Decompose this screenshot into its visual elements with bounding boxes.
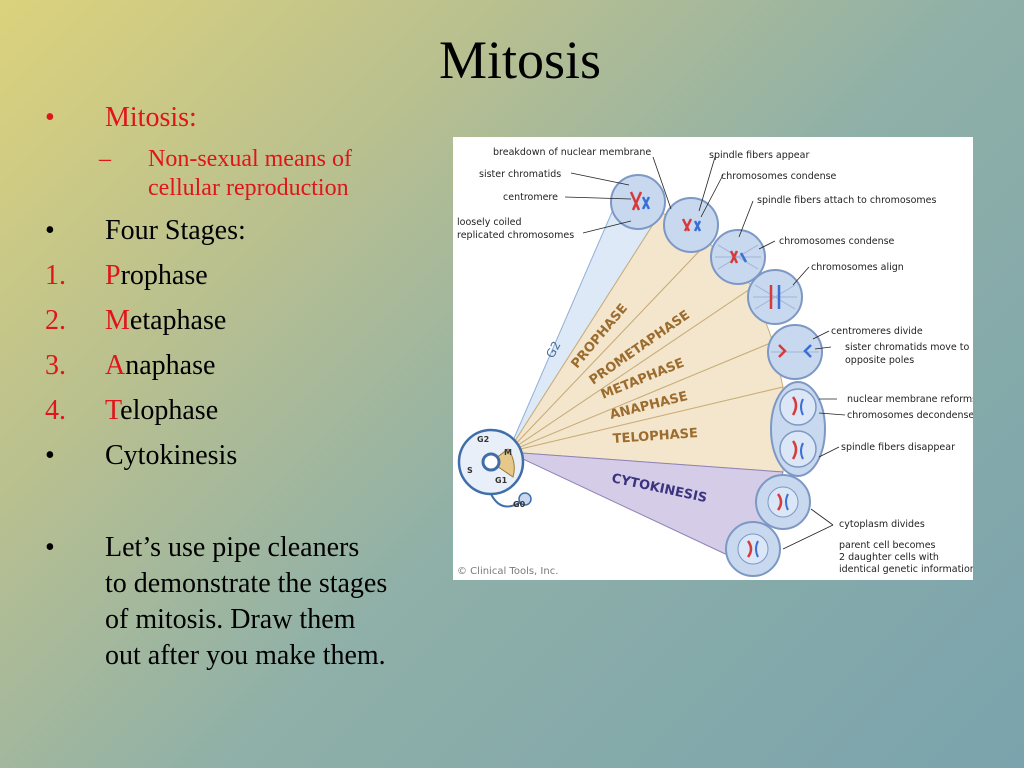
stage-number: 2. — [45, 305, 66, 336]
slide-title: Mitosis — [438, 30, 602, 90]
cell-telophase — [770, 381, 826, 477]
telophase-label: TELOPHASE — [612, 426, 698, 447]
bullet-text-four-stages: Four Stages: — [105, 215, 246, 246]
cell-prophase — [663, 197, 719, 253]
stage-rest: etaphase — [129, 305, 227, 336]
activity-line-1: Let’s use pipe cleaners — [105, 532, 360, 563]
label-spindle-attach: spindle fibers attach to chromosomes — [757, 195, 937, 206]
bullet-text-mitosis: Mitosis: — [105, 102, 197, 133]
cell-cycle-wheel: G2 S G1 G0 M — [457, 428, 532, 509]
cell-daughter-2 — [725, 521, 781, 577]
activity-line-2: to demonstrate the stages — [105, 568, 388, 599]
stage-initial: T — [105, 395, 121, 426]
bullet-marker: • — [45, 440, 55, 471]
cycle-g2-label: G2 — [477, 435, 489, 444]
cell-daughter-1 — [755, 474, 811, 530]
label-spindle-disappear: spindle fibers disappear — [841, 442, 955, 453]
stage-number: 3. — [45, 350, 66, 381]
label-parent-2: 2 daughter cells with — [839, 552, 939, 563]
bullet-marker: • — [45, 102, 55, 133]
label-sister-move-1: sister chromatids move to — [845, 342, 970, 353]
label-sister-move-2: opposite poles — [845, 355, 914, 366]
definition-line-1: Non-sexual means of — [148, 146, 352, 172]
stage-rest: naphase — [125, 350, 216, 381]
sub-bullet-marker: – — [99, 146, 111, 172]
label-sister-chromatids: sister chromatids — [479, 169, 561, 180]
cycle-s-label: S — [467, 466, 473, 475]
label-spindle-fibers-appear: spindle fibers appear — [709, 150, 809, 161]
activity-line-4: out after you make them. — [105, 640, 386, 671]
label-centromeres-divide: centromeres divide — [831, 326, 923, 337]
stage-rest: rophase — [120, 260, 208, 291]
label-chromosomes-decondense: chromosomes decondense — [847, 410, 973, 421]
bullet-text-cytokinesis: Cytokinesis — [105, 440, 238, 471]
label-centromere: centromere — [503, 192, 558, 203]
stage-rest: elophase — [120, 395, 219, 426]
activity-line-3: of mitosis. Draw them — [105, 604, 356, 635]
cell-metaphase — [747, 269, 803, 325]
stage-initial: A — [105, 350, 126, 381]
figure-credit: © Clinical Tools, Inc. — [457, 566, 558, 577]
stage-number: 4. — [45, 395, 66, 426]
definition-line-2: cellular reproduction — [148, 175, 349, 201]
label-loosely-coiled-1: loosely coiled — [457, 217, 522, 228]
mitosis-diagram-svg: G2 PROPHASE PROMETAPHASE METAPHASE ANAPH… — [457, 147, 973, 577]
cell-prometaphase — [710, 229, 766, 285]
label-cytoplasm-divides: cytoplasm divides — [839, 519, 925, 530]
cycle-m-label: M — [504, 448, 512, 457]
cycle-g0-label: G0 — [513, 500, 526, 509]
activity-text: Let’s use pipe cleaners to demonstrate t… — [105, 530, 387, 674]
label-loosely-coiled-2: replicated chromosomes — [457, 230, 574, 241]
label-chromosomes-align: chromosomes align — [811, 262, 904, 273]
label-parent-3: identical genetic information — [839, 564, 973, 575]
mitosis-diagram: G2 PROPHASE PROMETAPHASE METAPHASE ANAPH… — [453, 137, 973, 580]
stage-initial: P — [105, 260, 121, 291]
cycle-g1-label: G1 — [495, 476, 508, 485]
leader-lines — [564, 156, 846, 550]
bullet-marker: • — [45, 532, 55, 563]
bullet-marker: • — [45, 215, 55, 246]
cell-g2 — [610, 174, 666, 230]
label-nuclear-reforms: nuclear membrane reforms — [847, 394, 973, 405]
stage-number: 1. — [45, 260, 66, 291]
label-chromosomes-condense-b: chromosomes condense — [779, 236, 895, 247]
stage-initial: M — [105, 305, 130, 336]
label-chromosomes-condense-a: chromosomes condense — [721, 171, 837, 182]
label-parent-1: parent cell becomes — [839, 540, 936, 551]
cell-anaphase — [767, 324, 823, 380]
label-breakdown: breakdown of nuclear membrane — [493, 147, 651, 158]
